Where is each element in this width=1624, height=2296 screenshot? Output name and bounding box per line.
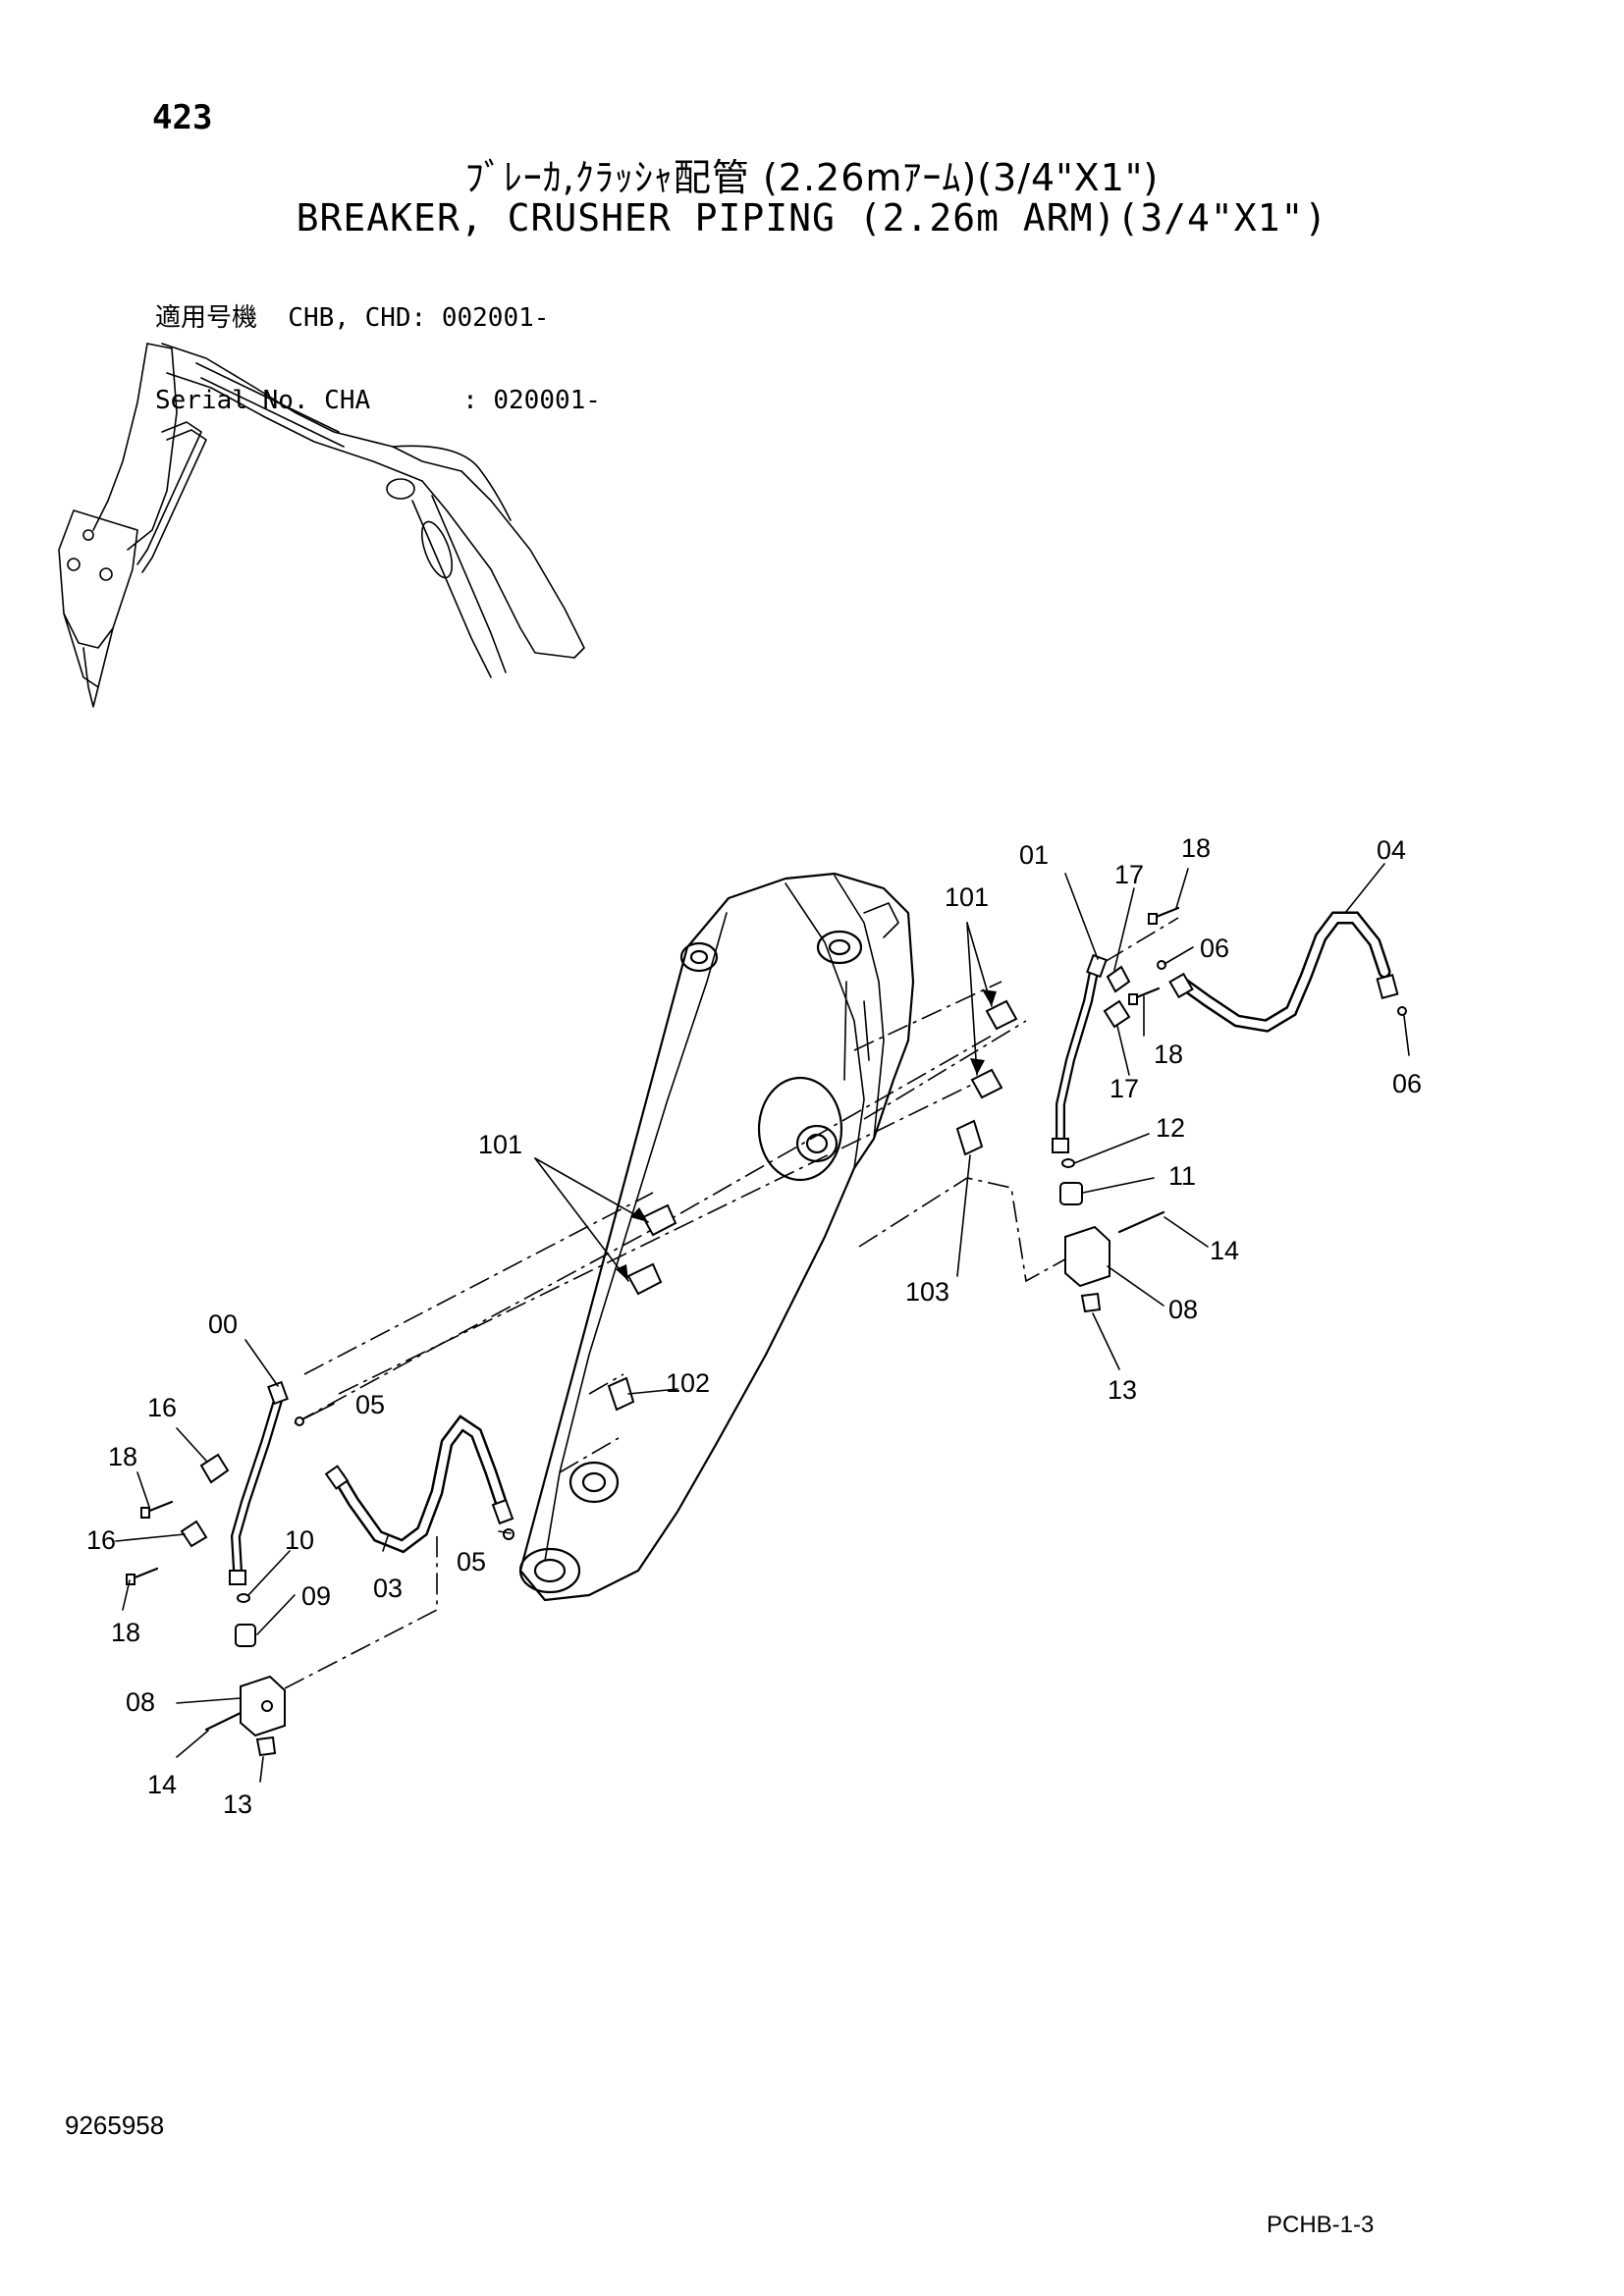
applicability-line-2: Serial No. CHA : 020001-: [155, 386, 601, 415]
callout-14-right: 14: [1210, 1236, 1239, 1265]
callout-18-mid-right: 18: [1154, 1040, 1183, 1069]
arm-assembly: [518, 872, 915, 1602]
callout-11: 11: [1168, 1161, 1196, 1191]
title-japanese: ﾌﾞﾚｰｶ,ｸﾗｯｼｬ配管 (2.26mｱｰﾑ)(3/4"X1"): [464, 156, 1160, 199]
callout-18-top-right: 18: [1181, 833, 1211, 863]
callout-labels: 00 01 03 04 05 05 06 06 08 08 09 10 11 1…: [86, 833, 1422, 1819]
page-code: PCHB-1-3: [1267, 2212, 1375, 2238]
callout-101-right: 101: [945, 882, 989, 912]
callout-08-right: 08: [1168, 1295, 1198, 1324]
document-number: 9265958: [65, 2110, 165, 2140]
assembly-lines: [284, 917, 1179, 1689]
callout-18-upper-left: 18: [108, 1442, 137, 1471]
right-piping: [1052, 906, 1407, 1313]
callout-17-upper: 17: [1114, 860, 1144, 889]
callout-16-lower: 16: [86, 1525, 116, 1555]
callout-18-lower-left: 18: [111, 1618, 140, 1647]
callout-03: 03: [373, 1574, 403, 1603]
callout-09: 09: [301, 1581, 331, 1611]
callout-12: 12: [1156, 1113, 1185, 1143]
callout-13-left: 13: [223, 1789, 252, 1819]
overview-illustration: [58, 343, 585, 708]
callout-06-upper: 06: [1200, 934, 1229, 963]
callout-17-lower: 17: [1110, 1074, 1139, 1103]
callout-08-left: 08: [126, 1687, 155, 1717]
callout-05-lower: 05: [457, 1547, 486, 1576]
callout-01: 01: [1019, 840, 1049, 870]
left-piping: [126, 1380, 514, 1757]
applicability-block: 適用号機 CHB, CHD: 002001- Serial No. CHA : …: [155, 249, 601, 442]
callout-06-lower: 06: [1392, 1069, 1422, 1098]
title-english: BREAKER, CRUSHER PIPING (2.26m ARM)(3/4"…: [296, 196, 1328, 240]
callout-101-left: 101: [478, 1130, 522, 1159]
leader-lines: [115, 863, 1410, 1783]
callout-10: 10: [285, 1525, 314, 1555]
callout-103: 103: [905, 1277, 949, 1307]
callout-102: 102: [666, 1368, 710, 1398]
page-number: 423: [152, 98, 213, 137]
pipe-clamps: [607, 999, 1018, 1412]
callout-14-left: 14: [147, 1770, 177, 1799]
callout-04: 04: [1377, 835, 1406, 865]
callout-05-upper: 05: [355, 1390, 385, 1419]
callout-16-upper: 16: [147, 1393, 177, 1422]
callout-00: 00: [208, 1309, 238, 1339]
callout-13-right: 13: [1108, 1375, 1137, 1405]
applicability-line-1: 適用号機 CHB, CHD: 002001-: [155, 303, 550, 333]
